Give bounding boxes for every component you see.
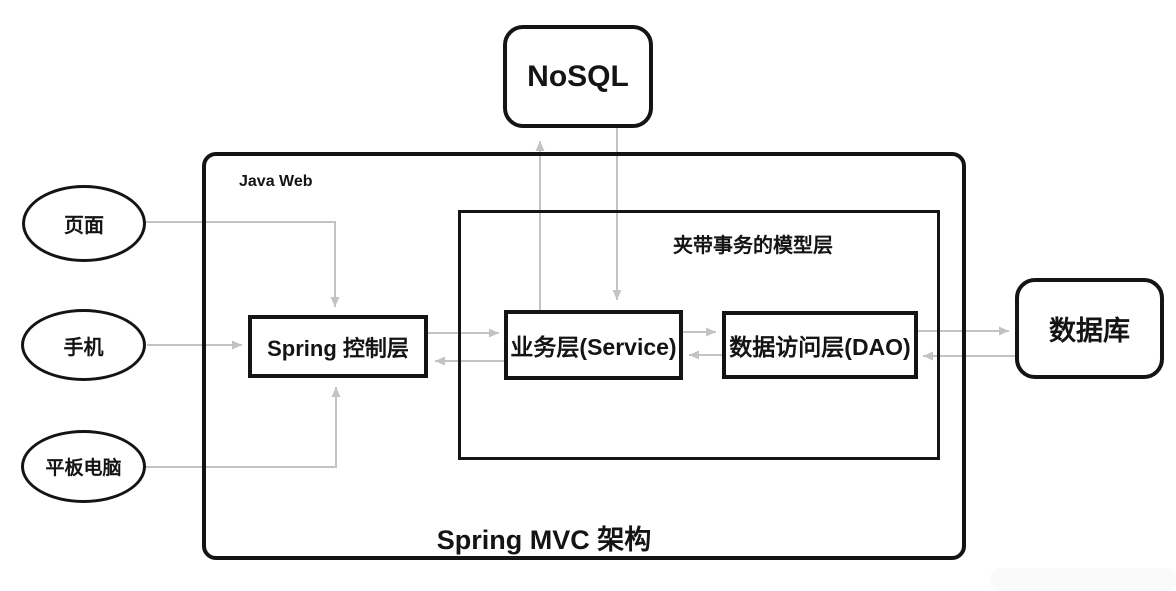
dao-label: 数据访问层(DAO) (729, 334, 911, 360)
nosql-label: NoSQL (527, 59, 629, 93)
tablet-node: 平板电脑 (21, 430, 146, 503)
background-smudge (990, 568, 1176, 591)
database-node: 数据库 (1015, 278, 1164, 379)
tablet-label: 平板电脑 (45, 458, 122, 479)
database-label: 数据库 (1049, 316, 1130, 346)
controller-node: Spring 控制层 (248, 315, 428, 378)
phone-label: 手机 (63, 336, 104, 359)
java-web-container: Java Web Spring MVC 架构 (202, 152, 966, 560)
controller-label: Spring 控制层 (267, 335, 409, 361)
service-label: 业务层(Service) (510, 334, 677, 360)
page-label: 页面 (64, 215, 104, 237)
nosql-node: NoSQL (503, 25, 653, 128)
model-layer-container: 夹带事务的模型层 (458, 210, 940, 460)
model-layer-label: 夹带事务的模型层 (673, 235, 833, 257)
arrow-tablet-to-controller (145, 387, 341, 468)
service-node: 业务层(Service) (504, 310, 683, 380)
java-web-label: Java Web (239, 173, 313, 190)
dao-node: 数据访问层(DAO) (722, 311, 918, 379)
page-node: 页面 (22, 185, 146, 262)
arrow-page-to-controller (145, 221, 340, 307)
diagram-title: Spring MVC 架构 (436, 525, 652, 555)
phone-node: 手机 (21, 309, 146, 381)
